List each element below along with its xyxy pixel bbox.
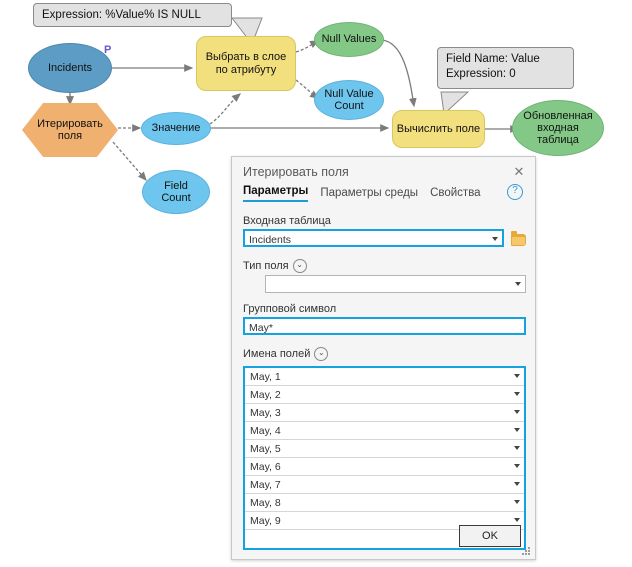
tab-properties[interactable]: Свойства	[430, 187, 481, 199]
field-name-value: May, 5	[250, 443, 281, 455]
input-table-value: Incidents	[249, 234, 292, 246]
wildcard-input[interactable]: May*	[243, 317, 526, 335]
list-item[interactable]: May, 4	[245, 422, 524, 440]
node-iterate-fields[interactable]: Итерировать поля	[22, 103, 118, 157]
tab-environments[interactable]: Параметры среды	[320, 187, 419, 199]
dialog-body: Параметры Параметры среды Свойства ? Вхо…	[232, 183, 535, 559]
node-label: Выбрать в слое по атрибуту	[205, 51, 287, 76]
node-label: Итерировать поля	[37, 117, 103, 142]
wildcard-label: Групповой символ	[243, 303, 337, 315]
dialog-title: Итерировать поля	[243, 165, 349, 179]
field-name-value: May, 6	[250, 461, 281, 473]
node-label: Значение	[151, 122, 201, 135]
field-type-field: Тип поля ⌄	[243, 259, 526, 293]
list-item[interactable]: May, 5	[245, 440, 524, 458]
input-table-label: Входная таблица	[243, 215, 331, 227]
wildcard-value: May*	[249, 322, 273, 334]
node-label: Field Count	[161, 179, 191, 204]
expression-callout: Expression: %Value% IS NULL	[33, 3, 232, 27]
chevron-down-icon[interactable]: ⌄	[292, 259, 307, 273]
chevron-down-icon[interactable]	[514, 518, 520, 522]
input-table-field: Входная таблица Incidents	[243, 215, 526, 247]
list-item[interactable]: May, 6	[245, 458, 524, 476]
chevron-down-icon[interactable]	[515, 282, 521, 286]
field-name-value: May, 8	[250, 497, 281, 509]
chevron-down-icon[interactable]	[514, 482, 520, 486]
list-item[interactable]: May, 7	[245, 476, 524, 494]
field-names-label: Имена полей ⌄	[243, 347, 526, 361]
close-icon[interactable]: ✕	[513, 164, 525, 179]
iterate-fields-dialog: Итерировать поля ✕ Параметры Параметры с…	[231, 156, 536, 560]
field-names-list[interactable]: May, 1 May, 2 May, 3 May, 4 May, 5 May, …	[243, 366, 526, 550]
node-incidents[interactable]: Incidents	[28, 43, 112, 93]
node-label: Вычислить поле	[396, 122, 481, 135]
chevron-down-icon[interactable]	[514, 464, 520, 468]
field-name-value: May, 9	[250, 515, 281, 527]
node-select-layer-by-attribute[interactable]: Выбрать в слое по атрибуту	[196, 36, 296, 91]
dialog-tabs: Параметры Параметры среды Свойства	[243, 185, 481, 202]
chevron-down-icon[interactable]	[514, 446, 520, 450]
chevron-down-icon[interactable]	[514, 392, 520, 396]
field-name-value: May, 7	[250, 479, 281, 491]
chevron-down-icon[interactable]	[514, 410, 520, 414]
node-field-count[interactable]: Field Count	[142, 170, 210, 214]
field-type-input[interactable]	[265, 275, 526, 293]
field-names-label-text: Имена полей	[243, 348, 311, 360]
field-type-label: Тип поля ⌄	[243, 259, 526, 273]
field-name-value: May, 2	[250, 389, 281, 401]
node-label: Incidents	[47, 61, 93, 74]
field-name-value: May, 3	[250, 407, 281, 419]
list-item[interactable]: May, 2	[245, 386, 524, 404]
ok-button-label: OK	[482, 530, 498, 542]
chevron-down-icon[interactable]	[492, 237, 498, 241]
node-calculate-field[interactable]: Вычислить поле	[392, 110, 485, 148]
node-label: Null Values	[321, 33, 377, 46]
calculate-field-callout: Field Name: Value Expression: 0	[437, 47, 574, 89]
node-label: Null Value Count	[324, 87, 374, 112]
chevron-down-icon[interactable]	[514, 374, 520, 378]
list-item[interactable]: May, 9	[245, 512, 524, 530]
resize-grip[interactable]	[522, 547, 531, 556]
tab-parameters[interactable]: Параметры	[243, 185, 309, 202]
field-names-label-row: Имена полей ⌄	[243, 347, 526, 363]
chevron-down-icon[interactable]	[514, 428, 520, 432]
input-table-input[interactable]: Incidents	[243, 229, 504, 247]
precondition-label: P	[104, 44, 112, 56]
field-type-label-text: Тип поля	[243, 260, 289, 272]
chevron-down-icon[interactable]	[514, 500, 520, 504]
node-updated-input-table[interactable]: Обновленная входная таблица	[512, 100, 604, 156]
node-null-value-count[interactable]: Null Value Count	[314, 80, 384, 120]
node-label: Обновленная входная таблица	[523, 109, 593, 147]
field-name-value: May, 4	[250, 425, 281, 437]
node-null-values[interactable]: Null Values	[314, 22, 384, 57]
field-name-value: May, 1	[250, 371, 281, 383]
browse-folder-icon[interactable]	[511, 231, 526, 246]
ok-button[interactable]: OK	[459, 525, 521, 547]
node-value[interactable]: Значение	[141, 112, 211, 145]
chevron-down-icon[interactable]: ⌄	[314, 347, 329, 361]
list-item[interactable]: May, 8	[245, 494, 524, 512]
list-item[interactable]: May, 3	[245, 404, 524, 422]
list-item[interactable]: May, 1	[245, 368, 524, 386]
help-icon[interactable]: ?	[507, 184, 523, 200]
wildcard-field: Групповой символ May*	[243, 303, 526, 335]
